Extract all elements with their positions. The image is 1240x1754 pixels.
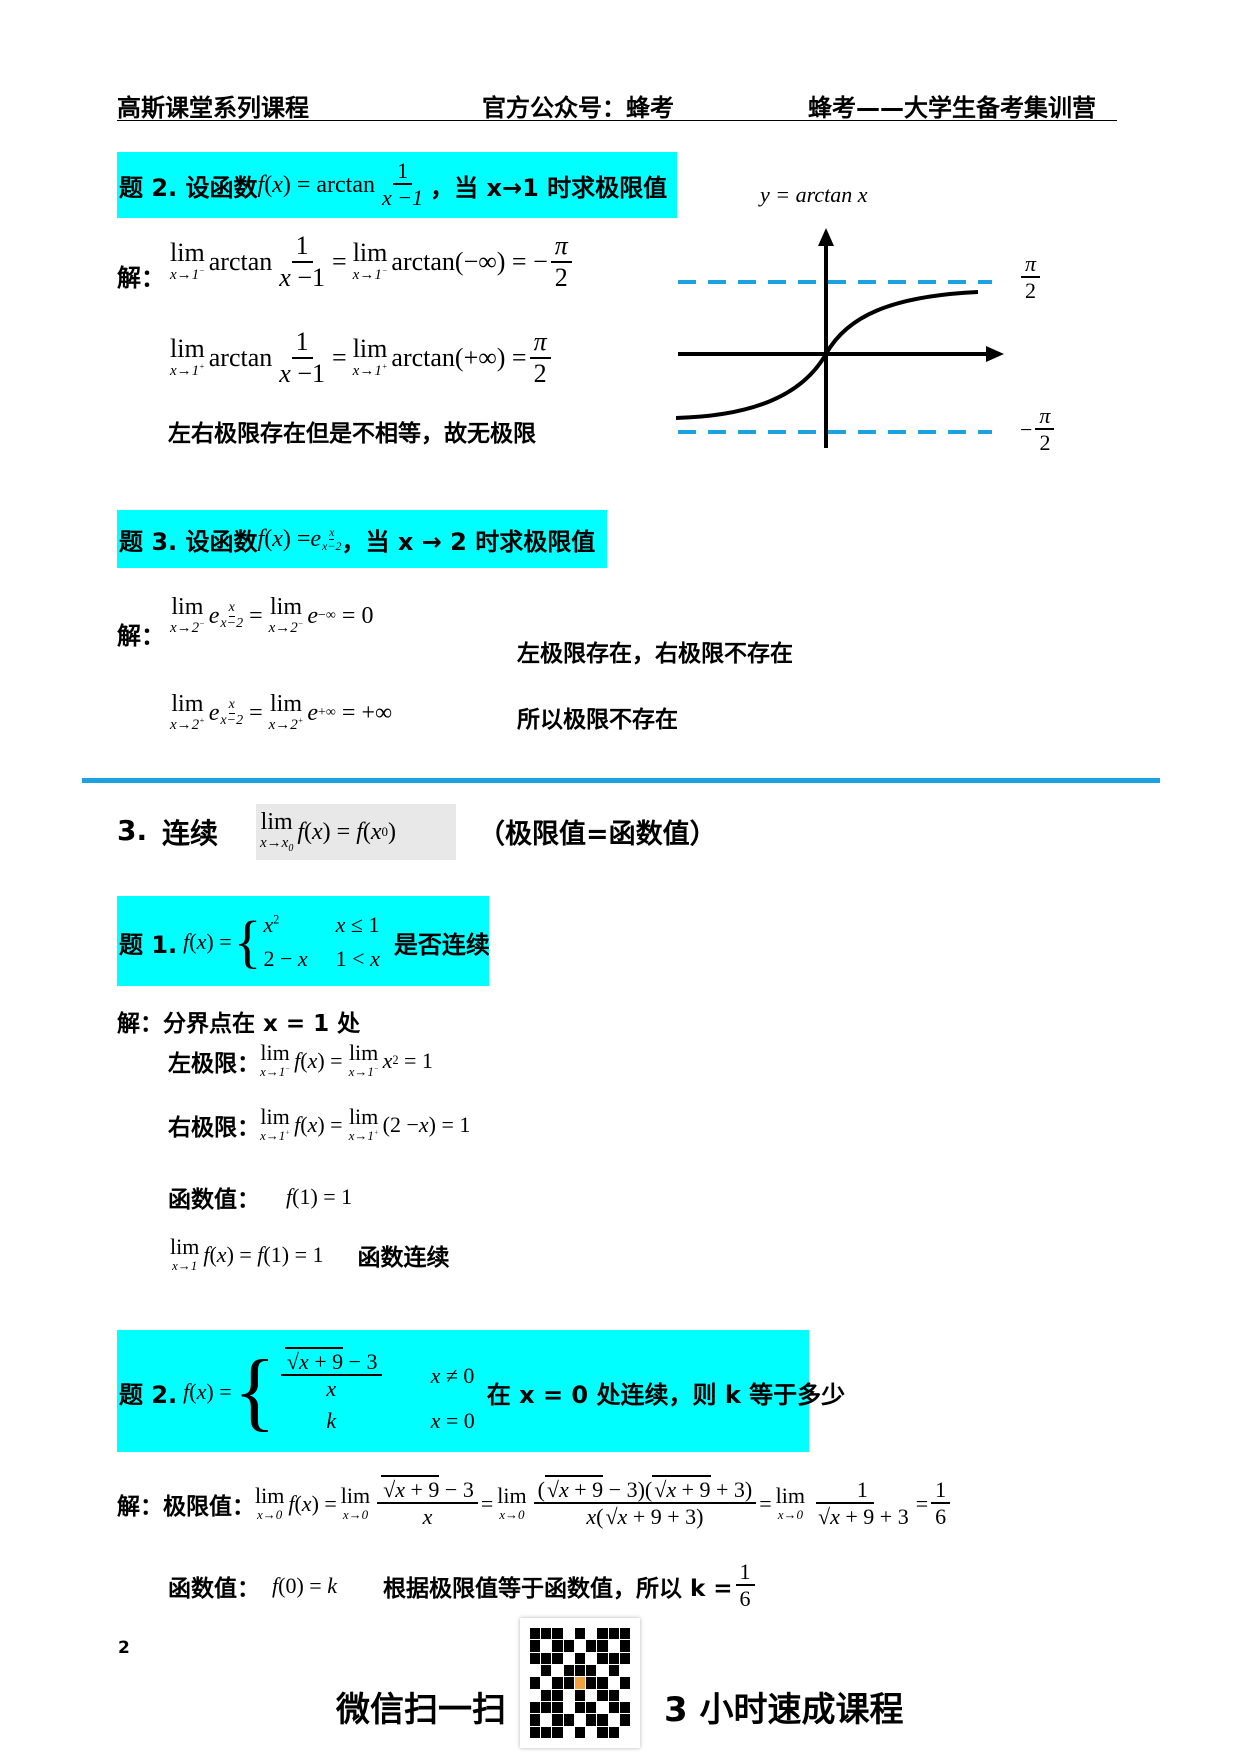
arctan-curve [675, 290, 979, 420]
cont1-title-box [117, 896, 489, 986]
graph-label: y = arctan x [760, 182, 868, 207]
problem2-conclusion: 左右极限存在但是不相等，故无极限 [168, 421, 536, 447]
cont1-title-suffix: 是否连续 [393, 930, 490, 959]
section3-number: 3. [117, 814, 148, 847]
header-left: 高斯课堂系列课程 [117, 94, 309, 122]
problem3-note-1: 左极限存在，右极限不存在 [517, 641, 793, 667]
header-center: 官方公众号：蜂考 [482, 94, 674, 122]
x-axis-arrow [986, 346, 1004, 362]
cont2-title-suffix: 在 x = 0 处连续，则 k 等于多少 [486, 1380, 846, 1409]
header-rule [117, 120, 1117, 121]
problem3-title-prefix: 题 3. 设函数 [119, 527, 258, 556]
cont1-value-row: 函数值： f(1) = 1 [168, 1184, 353, 1213]
section-divider [82, 778, 1160, 783]
footer-right-text: 3 小时速成课程 [664, 1690, 904, 1730]
cont2-title-box [117, 1330, 809, 1452]
section3-tail: （极限值=函数值） [478, 819, 717, 850]
cont2-title: 题 2. f(x) ={ x + 9 − 3xx ≠ 0 kx = 0 在 x … [119, 1340, 845, 1444]
section3-title: 连续 [162, 817, 219, 850]
problem2-title-prefix: 题 2. 设函数 [119, 173, 258, 202]
page-number: 2 [118, 1638, 130, 1658]
qr-code[interactable] [520, 1618, 640, 1748]
y-axis-arrow [818, 228, 834, 246]
cont1-solve-line: 解：分界点在 x = 1 处 [117, 1011, 361, 1037]
problem3-note-2: 所以极限不存在 [517, 707, 678, 733]
problem3-title-suffix: ，当 x → 2 时求极限值 [341, 527, 596, 556]
problem3-solve-label: 解： [117, 622, 165, 650]
header-right: 蜂考——大学生备考集训营 [808, 94, 1096, 122]
problem2-title-suffix: ，当 x→1 时求极限值 [430, 173, 668, 202]
cont2-title-prefix: 题 2. [119, 1380, 178, 1409]
footer-left-text: 微信扫一扫 [336, 1690, 506, 1730]
problem2-solve-label: 解： [117, 264, 165, 292]
cont2-function: f(x) ={ x + 9 − 3xx ≠ 0 kx = 0 [183, 1347, 475, 1436]
arctan-graph [675, 228, 1004, 448]
problem3-title-box [117, 510, 607, 568]
cont1-title-prefix: 题 1. [119, 930, 178, 959]
